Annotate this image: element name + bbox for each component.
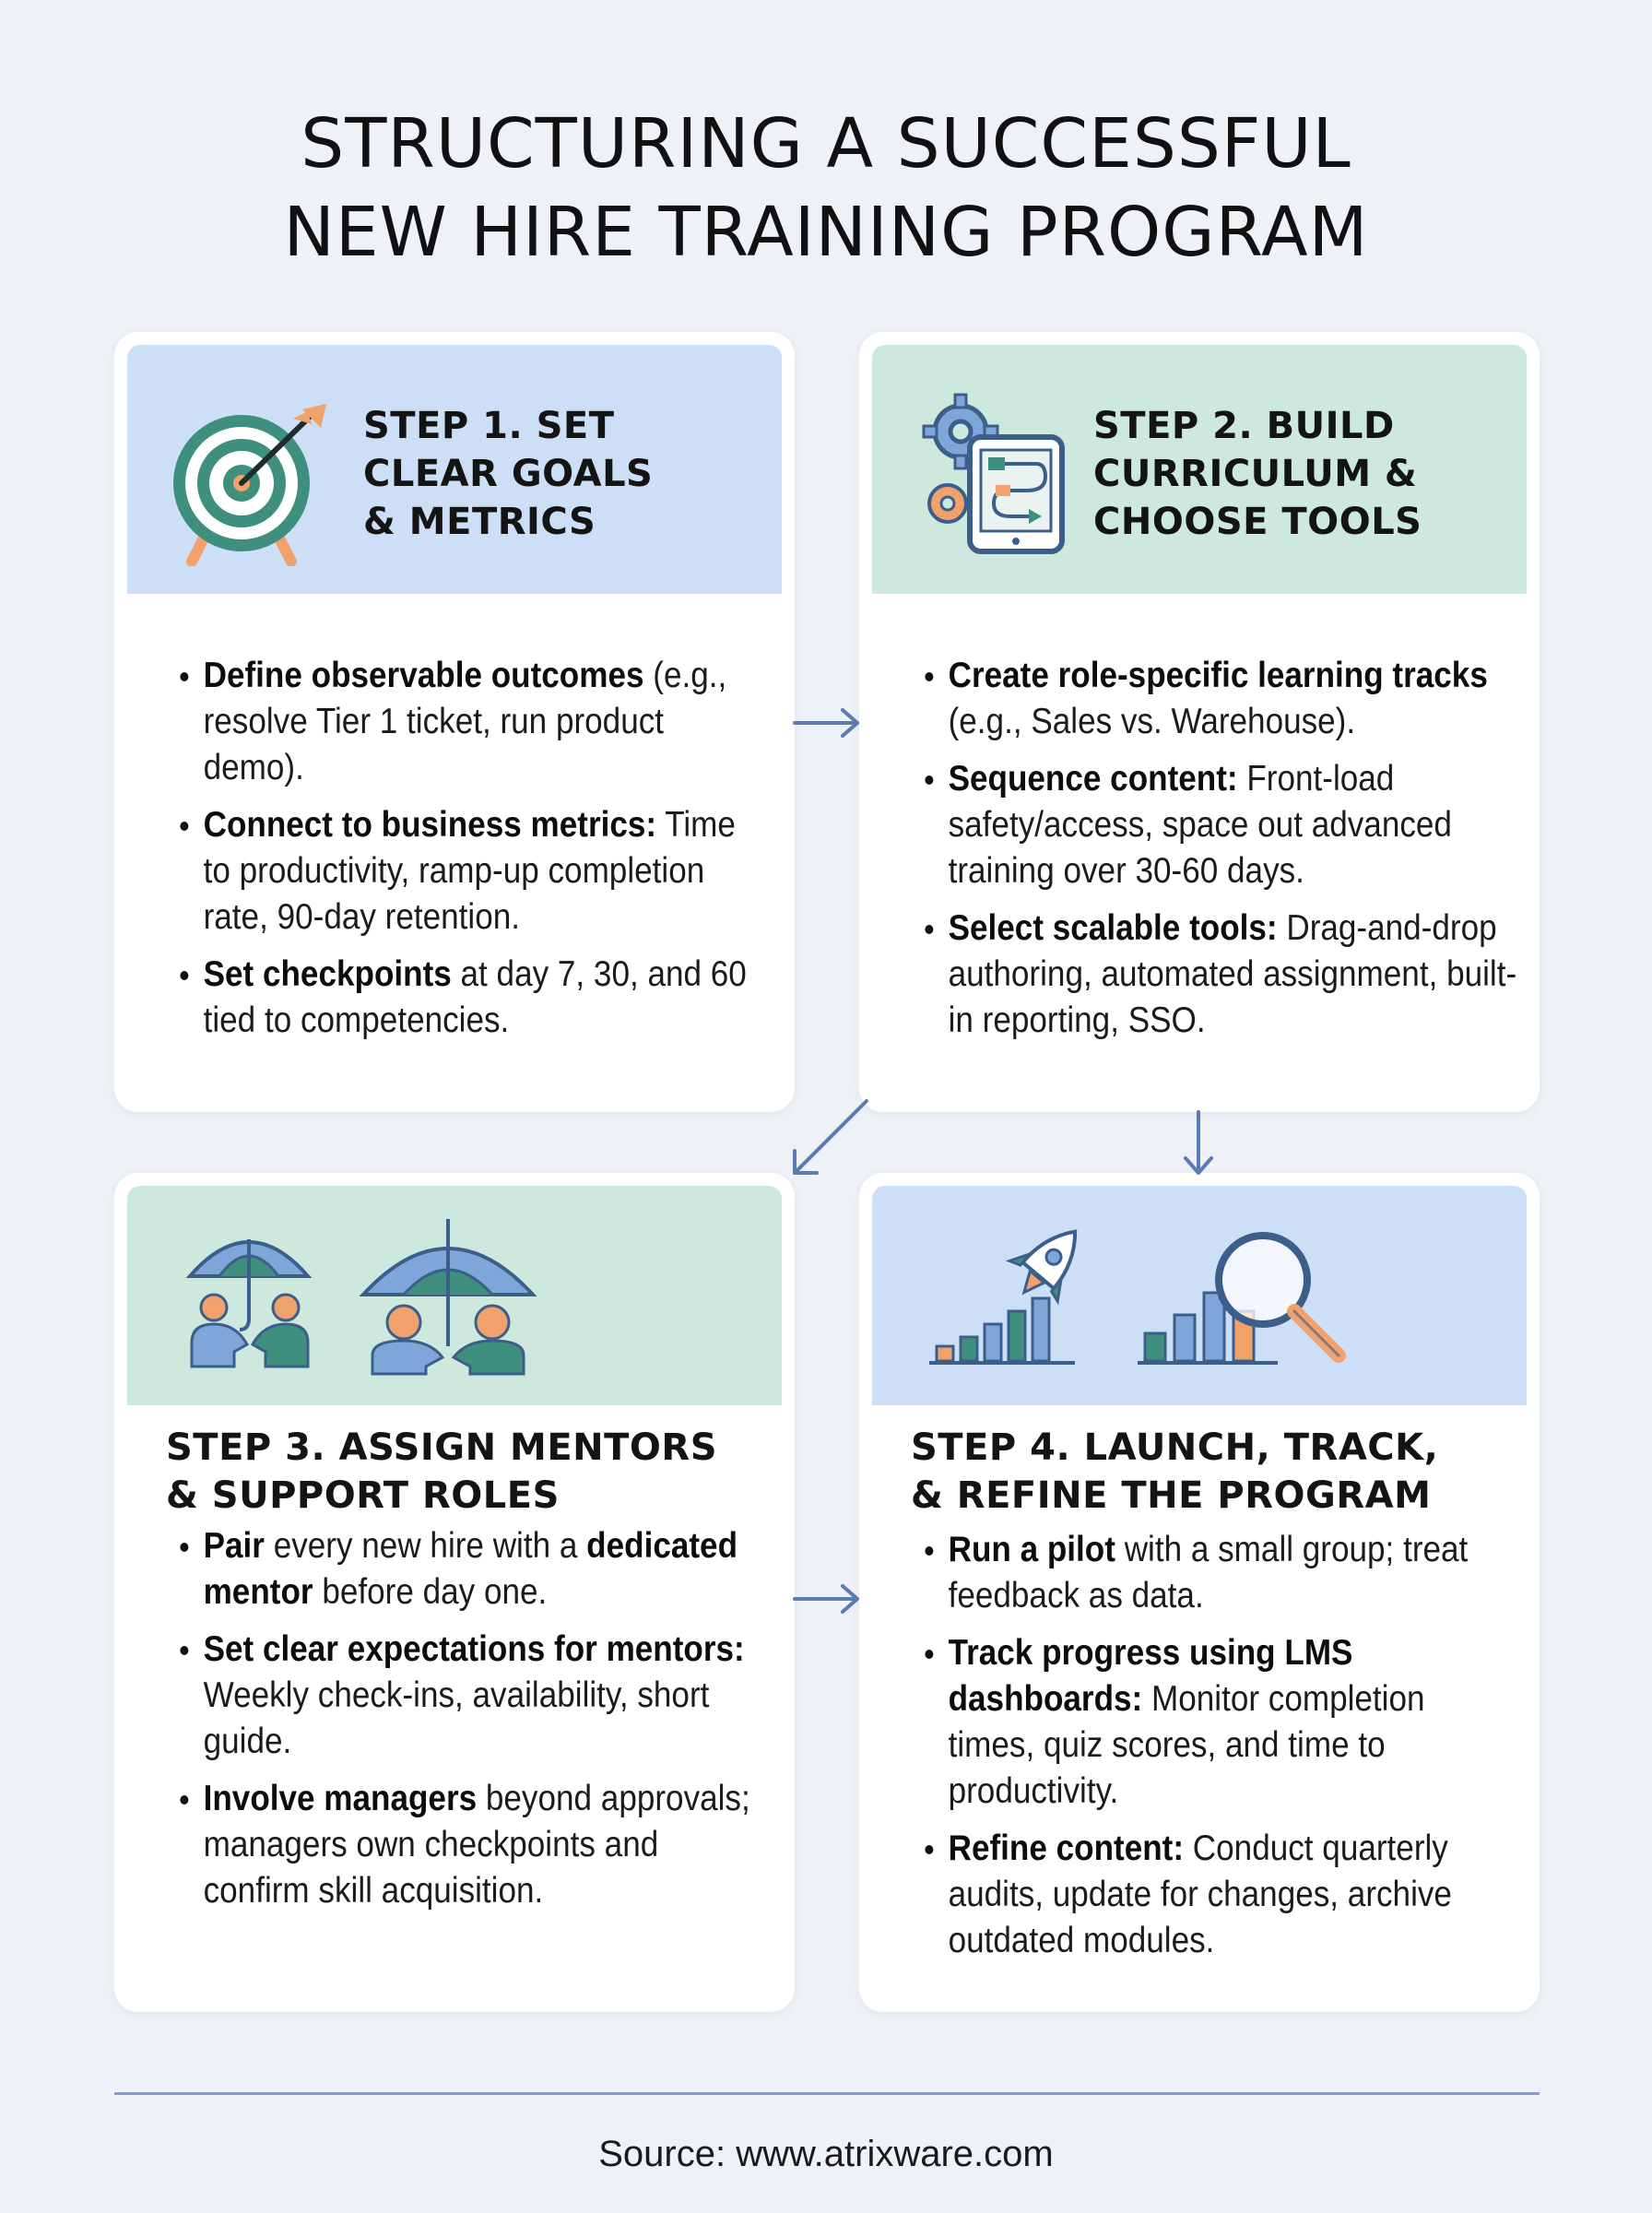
bullet-text: (e.g., resolve Tier 1 ticket, run produc… (203, 656, 727, 787)
step-4-title-line: STEP 4. LAUNCH, TRACK, (911, 1426, 1439, 1469)
list-item: Define observable outcomes (e.g., resolv… (175, 653, 765, 791)
bullet-text: beyond approvals; managers own checkpoin… (203, 1779, 750, 1911)
bullet-bold: Run a pilot (948, 1530, 1115, 1569)
bullet-text: at day 7, 30, and 60 tied to competencie… (203, 954, 747, 1040)
step-2-title: STEP 2. BUILD CURRICULUM & CHOOSE TOOLS (1093, 402, 1422, 546)
step-1-title: STEP 1. SET CLEAR GOALS & METRICS (363, 402, 653, 546)
step-2-header: STEP 2. BUILD CURRICULUM & CHOOSE TOOLS (872, 345, 1527, 594)
bullet-text: every new hire with a (264, 1526, 587, 1566)
step-1-card: STEP 1. SET CLEAR GOALS & METRICS Define… (114, 332, 795, 1112)
step-2-bullets: Create role-specific learning tracks (e.… (920, 653, 1516, 1055)
list-item: Connect to business metrics: Time to pro… (175, 802, 765, 941)
target-arrow-icon (173, 404, 326, 566)
step-1-title-line: & METRICS (363, 501, 596, 543)
list-item: Set clear expectations for mentors: Week… (175, 1627, 765, 1765)
arrow-step2-to-step3 (793, 1099, 868, 1175)
gears-tablet-icon (922, 393, 1065, 554)
step-2-title-line: STEP 2. BUILD (1093, 405, 1395, 447)
bullet-bold: Set checkpoints (203, 954, 452, 994)
step-2-title-line: CURRICULUM & (1093, 453, 1418, 495)
bullet-bold: Track progress using LMS dashboards: (948, 1633, 1353, 1719)
step-2-card: STEP 2. BUILD CURRICULUM & CHOOSE TOOLS … (859, 332, 1540, 1112)
step-4-header (872, 1186, 1527, 1405)
list-item: Involve managers beyond approvals; manag… (175, 1776, 765, 1914)
step-3-title-line: & SUPPORT ROLES (166, 1474, 560, 1517)
step-1-title-line: STEP 1. SET (363, 405, 615, 447)
step-4-card: STEP 4. LAUNCH, TRACK, & REFINE THE PROG… (859, 1173, 1540, 2012)
bullet-text: Monitor completion times, quiz scores, a… (948, 1679, 1425, 1811)
arrow-step1-to-step2 (793, 708, 859, 738)
page-title: STRUCTURING A SUCCESSFUL NEW HIRE TRAINI… (0, 100, 1652, 277)
step-4-bullets: Run a pilot with a small group; treat fe… (920, 1527, 1492, 1975)
bullet-bold: dedicated mentor (203, 1526, 738, 1612)
step-3-bullets: Pair every new hire with a dedicated men… (175, 1523, 750, 1925)
bullet-bold: Sequence content: (948, 759, 1238, 799)
step-4-title: STEP 4. LAUNCH, TRACK, & REFINE THE PROG… (911, 1424, 1438, 1520)
bullet-bold: Involve managers (203, 1779, 478, 1818)
list-item: Select scalable tools: Drag-and-drop aut… (920, 905, 1519, 1044)
bullet-text: Weekly check-ins, availability, short gu… (203, 1675, 710, 1761)
bullet-text: Drag-and-drop authoring, automated assig… (948, 908, 1517, 1040)
bullet-bold: Refine content: (948, 1828, 1185, 1868)
list-item: Refine content: Conduct quarterly audits… (920, 1826, 1519, 1964)
bullet-text: before day one. (313, 1572, 548, 1612)
step-3-header (127, 1186, 782, 1405)
step-2-title-line: CHOOSE TOOLS (1093, 501, 1422, 543)
step-3-card: STEP 3. ASSIGN MENTORS & SUPPORT ROLES P… (114, 1173, 795, 2012)
footer-divider (114, 2092, 1540, 2095)
bullet-text: Front-load safety/access, space out adva… (948, 759, 1452, 891)
title-line-1: STRUCTURING A SUCCESSFUL (301, 104, 1351, 183)
list-item: Track progress using LMS dashboards: Mon… (920, 1630, 1519, 1815)
list-item: Sequence content: Front-load safety/acce… (920, 756, 1519, 894)
bullet-bold: Set clear expectations for mentors: (203, 1629, 745, 1669)
step-1-header: STEP 1. SET CLEAR GOALS & METRICS (127, 345, 782, 594)
rocket-chart-magnifier-icon (929, 1229, 1346, 1365)
list-item: Pair every new hire with a dedicated men… (175, 1523, 765, 1615)
bullet-text: (e.g., Sales vs. Warehouse). (948, 702, 1356, 741)
bullet-text: Conduct quarterly audits, update for cha… (948, 1828, 1452, 1960)
list-item: Set checkpoints at day 7, 30, and 60 tie… (175, 952, 765, 1044)
arrow-step3-to-step4 (793, 1584, 859, 1614)
step-3-title: STEP 3. ASSIGN MENTORS & SUPPORT ROLES (166, 1424, 717, 1520)
step-3-title-line: STEP 3. ASSIGN MENTORS (166, 1426, 718, 1469)
step-4-title-line: & REFINE THE PROGRAM (911, 1474, 1432, 1517)
bullet-text: Time to productivity, ramp-up completion… (203, 805, 736, 937)
bullet-text: with a small group; treat feedback as da… (948, 1530, 1469, 1615)
bullet-bold: Pair (203, 1526, 265, 1566)
list-item: Create role-specific learning tracks (e.… (920, 653, 1519, 745)
umbrella-handshake-icon (185, 1219, 537, 1376)
bullet-bold: Select scalable tools: (948, 908, 1278, 948)
step-1-title-line: CLEAR GOALS (363, 453, 654, 495)
list-item: Run a pilot with a small group; treat fe… (920, 1527, 1519, 1619)
bullet-bold: Connect to business metrics: (203, 805, 657, 845)
title-line-2: NEW HIRE TRAINING PROGRAM (283, 193, 1369, 272)
bullet-bold: Define observable outcomes (203, 656, 644, 695)
arrow-step2-to-step4 (1184, 1110, 1213, 1175)
bullet-bold: Create role-specific learning tracks (948, 656, 1488, 695)
step-1-bullets: Define observable outcomes (e.g., resolv… (175, 653, 747, 1055)
source-citation: Source: www.atrixware.com (598, 2134, 1054, 2174)
